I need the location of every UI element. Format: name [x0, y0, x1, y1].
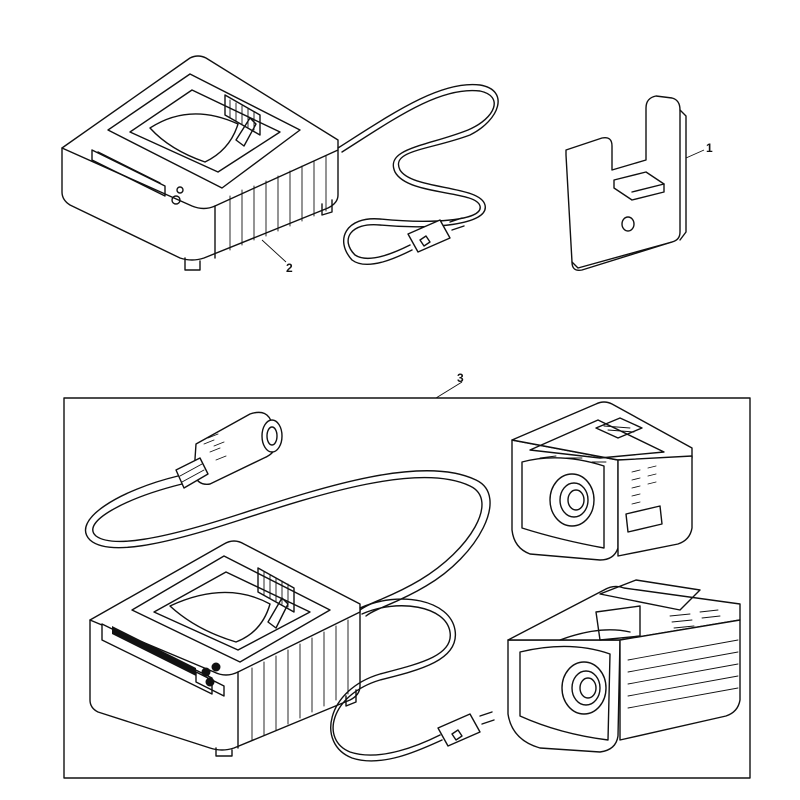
callout-1: 1 [706, 141, 713, 155]
connector-cable [84, 411, 491, 617]
leader-line-2 [261, 239, 287, 263]
battery-pack-upper [511, 401, 693, 561]
callout-3: 3 [457, 371, 464, 385]
bracket-item-1 [565, 95, 687, 272]
callout-2: 2 [286, 261, 293, 275]
charger-item-2 [61, 55, 499, 271]
kit-frame [63, 397, 751, 779]
battery-pack-lower [507, 579, 741, 753]
charger-item-3 [89, 540, 495, 762]
leader-line-3 [435, 381, 463, 399]
leader-line-1 [685, 149, 705, 159]
